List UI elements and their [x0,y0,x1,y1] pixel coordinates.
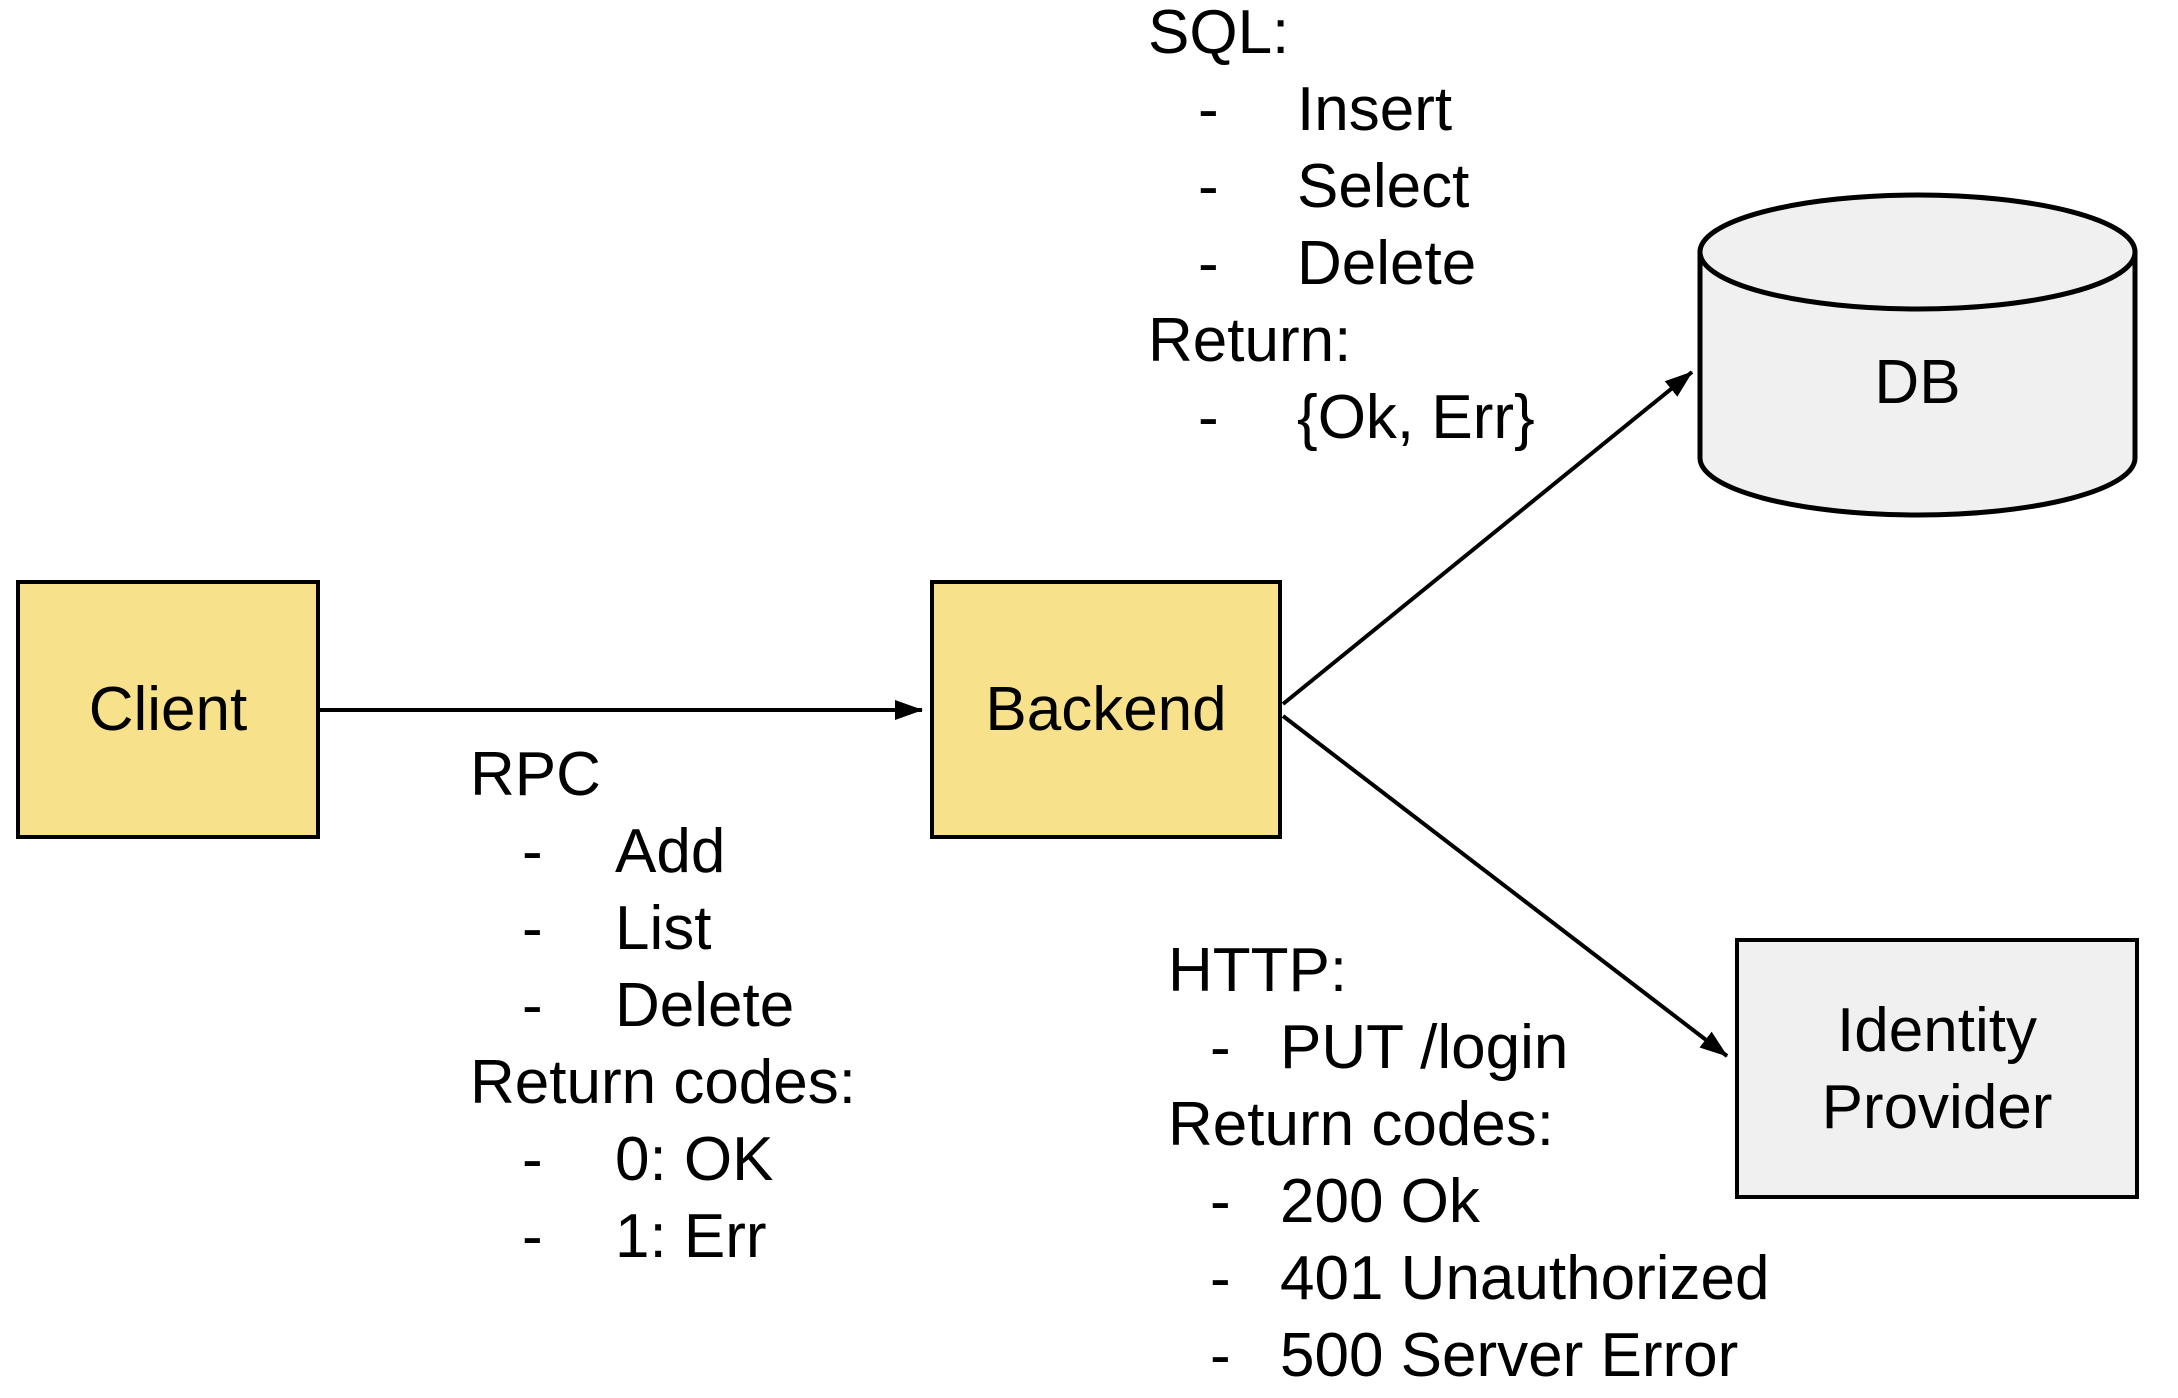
sql-title-text: SQL: [1148,0,1290,67]
identity-provider-label-line2: Provider [1821,1072,2053,1142]
bullet-dash: - [522,894,543,963]
client-box [16,580,320,839]
http-title-text: HTTP: [1168,936,1348,1005]
bullet-dash: - [522,1125,543,1194]
rpc-code-text: 1: Err [615,1202,767,1271]
rpc-item-text: Delete [615,971,795,1040]
sql-return-values-text: {Ok, Err} [1297,383,1535,452]
http-code-text: 500 Server Error [1280,1321,1739,1390]
bullet-dash: - [1198,229,1219,298]
http-return-codes-text: Return codes: [1168,1090,1554,1159]
bullet-dash: - [1210,1321,1231,1390]
bullet-dash: - [1210,1167,1231,1236]
bullet-dash: - [522,1202,543,1271]
arrow-backend-to-identity-provider [1281,714,1729,1058]
arrow-backend-to-db [1281,370,1694,706]
bullet-dash: - [522,971,543,1040]
sql-item-text: Delete [1297,229,1477,298]
bullet-dash: - [1198,75,1219,144]
bullet-dash: - [522,817,543,886]
sql-item-text: Insert [1297,75,1453,144]
http-item-text: PUT /login [1280,1013,1569,1082]
rpc-item-text: Add [615,817,726,886]
sql-return-text: Return: [1148,306,1352,375]
backend-box [930,580,1282,839]
rpc-item-text: List [615,894,712,963]
rpc-return-codes-text: Return codes: [470,1048,856,1117]
sql-item-text: Select [1297,152,1470,221]
db-cylinder-top [1697,192,2138,312]
identity-provider-label-line1: Identity [1837,995,2037,1065]
identity-provider-box [1735,938,2139,1199]
db-cylinder-body [1697,249,2138,518]
backend-label: Backend [985,675,1227,744]
client-label: Client [88,675,248,744]
bullet-dash: - [1198,383,1219,452]
bullet-dash: - [1198,152,1219,221]
rpc-title-text: RPC [470,740,601,809]
db-label: DB [1874,347,1961,417]
rpc-code-text: 0: OK [615,1125,774,1194]
http-code-text: 200 Ok [1280,1167,1480,1236]
identity-provider-label: Identity Provider [1737,940,2137,1197]
bullet-dash: - [1210,1013,1231,1082]
http-code-text: 401 Unauthorized [1280,1244,1770,1313]
bullet-dash: - [1210,1244,1231,1313]
